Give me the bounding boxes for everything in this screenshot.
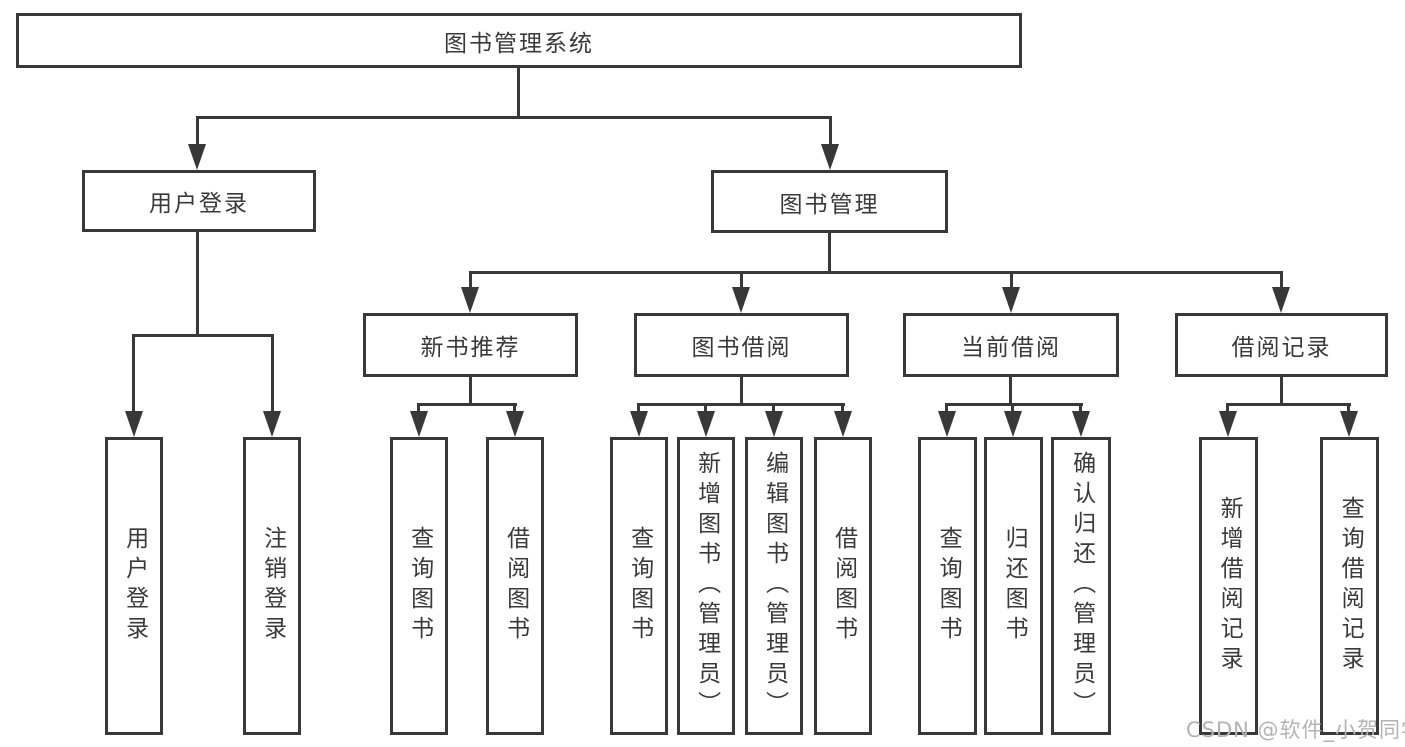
leaf-label: 查询图书	[406, 526, 433, 646]
connector-line	[132, 334, 135, 414]
leaf-logout: 注销登录	[243, 437, 301, 735]
connector-line	[740, 271, 743, 290]
connector-line	[828, 231, 831, 273]
connector-line	[417, 403, 420, 414]
connector-line	[132, 334, 274, 337]
leaf-label: 查询图书	[935, 526, 962, 646]
arrowhead-down-icon	[125, 411, 143, 437]
connector-line	[945, 403, 948, 414]
arrowhead-down-icon	[461, 287, 479, 313]
arrowhead-down-icon	[1340, 411, 1358, 437]
leaf-query-books: 查询图书	[390, 437, 448, 735]
connector-line	[637, 403, 845, 406]
connector-line	[517, 66, 520, 118]
connector-line	[196, 230, 199, 337]
node-user-login: 用户登录	[82, 170, 316, 232]
node-borrowing-records: 借阅记录	[1175, 313, 1388, 377]
connector-line	[704, 403, 707, 414]
leaf-label: 注销登录	[259, 526, 286, 646]
connector-line	[1226, 403, 1229, 414]
arrowhead-down-icon	[188, 144, 206, 170]
arrowhead-down-icon	[1272, 287, 1290, 313]
arrowhead-down-icon	[263, 411, 281, 437]
leaf-label: 查询图书	[626, 526, 653, 646]
connector-line	[1079, 403, 1082, 414]
node-book-borrowing: 图书借阅	[634, 313, 849, 377]
arrowhead-down-icon	[697, 411, 715, 437]
connector-line	[1010, 271, 1013, 290]
arrowhead-down-icon	[410, 411, 428, 437]
leaf-label: 用户登录	[121, 526, 148, 646]
arrowhead-down-icon	[506, 411, 524, 437]
connector-line	[1280, 375, 1283, 405]
node-new-book-recommend: 新书推荐	[363, 313, 578, 377]
arrowhead-down-icon	[821, 144, 839, 170]
arrowhead-down-icon	[1002, 287, 1020, 313]
leaf-add-borrow-record: 新增借阅记录	[1199, 437, 1258, 735]
leaf-query-books: 查询图书	[918, 437, 977, 735]
leaf-edit-books-admin: 编辑图书（管理员）	[745, 437, 803, 735]
connector-line	[196, 116, 832, 119]
connector-line	[841, 403, 844, 414]
leaf-label: 借阅图书	[830, 526, 857, 646]
arrowhead-down-icon	[938, 411, 956, 437]
connector-line	[1347, 403, 1350, 414]
csdn-watermark: CSDN @软件_小贺同学	[1186, 718, 1405, 742]
connector-line	[740, 375, 743, 405]
leaf-label: 借阅图书	[502, 526, 529, 646]
arrowhead-down-icon	[765, 411, 783, 437]
leaf-label: 归还图书	[1001, 526, 1028, 646]
leaf-confirm-return-admin: 确认归还（管理员）	[1051, 437, 1111, 735]
connector-line	[1280, 271, 1283, 290]
leaf-query-borrow-record: 查询借阅记录	[1320, 437, 1379, 735]
leaf-label: 新增借阅记录	[1216, 496, 1243, 676]
connector-line	[1011, 403, 1014, 414]
leaf-return-books: 归还图书	[984, 437, 1043, 735]
connector-line	[1226, 403, 1351, 406]
arrowhead-down-icon	[1004, 411, 1022, 437]
leaf-label: 新增图书（管理员）	[693, 451, 720, 721]
connector-line	[945, 403, 1083, 406]
connector-line	[469, 375, 472, 405]
arrowhead-down-icon	[1072, 411, 1090, 437]
arrowhead-down-icon	[1219, 411, 1237, 437]
connector-line	[196, 116, 199, 147]
connector-line	[829, 116, 832, 147]
connector-line	[271, 334, 274, 414]
leaf-add-books-admin: 新增图书（管理员）	[677, 437, 735, 735]
leaf-user-login: 用户登录	[105, 437, 163, 735]
connector-line	[469, 271, 1283, 274]
leaf-label: 确认归还（管理员）	[1068, 451, 1095, 721]
connector-line	[469, 271, 472, 290]
arrowhead-down-icon	[630, 411, 648, 437]
leaf-borrow-books: 借阅图书	[814, 437, 872, 735]
leaf-label: 查询借阅记录	[1337, 496, 1364, 676]
node-book-management: 图书管理	[711, 170, 948, 233]
leaf-label: 编辑图书（管理员）	[761, 451, 788, 721]
arrowhead-down-icon	[732, 287, 750, 313]
leaf-borrow-books: 借阅图书	[486, 437, 544, 735]
node-library-management-system: 图书管理系统	[16, 13, 1022, 68]
node-current-borrowing: 当前借阅	[903, 313, 1119, 377]
leaf-query-books: 查询图书	[610, 437, 668, 735]
connector-line	[772, 403, 775, 414]
connector-line	[417, 403, 517, 406]
arrowhead-down-icon	[834, 411, 852, 437]
connector-line	[513, 403, 516, 414]
connector-line	[637, 403, 640, 414]
connector-line	[1009, 375, 1012, 405]
